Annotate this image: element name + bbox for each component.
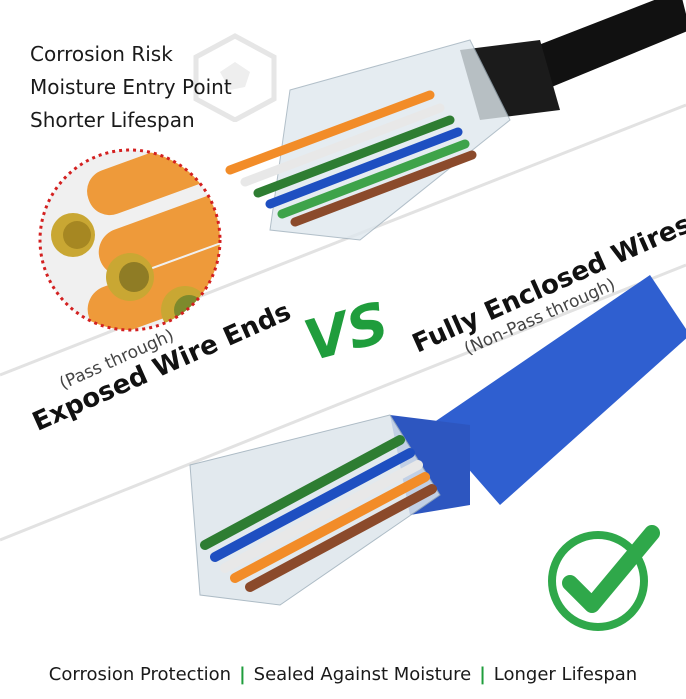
vs-mark: VS [298,297,396,363]
risk-item: Moisture Entry Point [30,75,232,99]
blue-cable-connector [189,275,686,606]
checkmark-circle-icon [548,525,660,631]
benefit-item: Longer Lifespan [493,664,638,685]
benefit-item: Corrosion Protection [48,664,232,685]
benefit-item: Sealed Against Moisture [253,664,472,685]
risk-list: Corrosion Risk Moisture Entry Point Shor… [30,38,232,137]
black-cable-connector [225,0,686,241]
corrosion-hex-icon [193,33,277,122]
risk-item: Corrosion Risk [30,42,173,66]
corrosion-closeup [38,148,222,332]
risk-item: Shorter Lifespan [30,108,195,132]
svg-text:VS: VS [298,297,396,363]
benefits-bar: Corrosion Protection|Sealed Against Mois… [48,664,638,685]
